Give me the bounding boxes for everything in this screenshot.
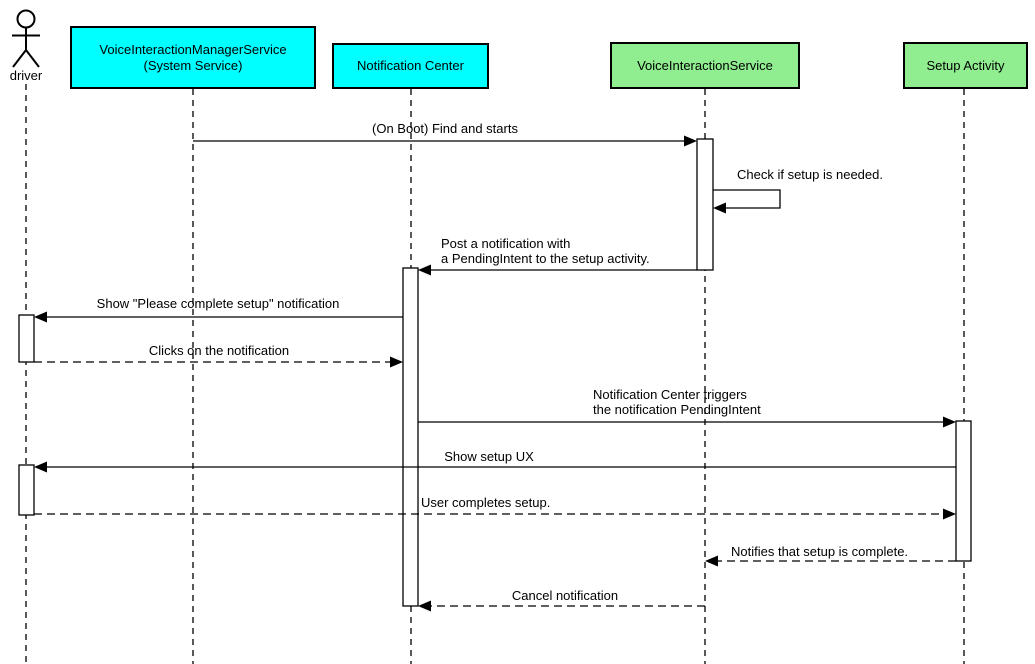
message-label-show-setup-ux: Show setup UX: [444, 449, 534, 464]
arrow-clicks-notification: [34, 356, 403, 368]
participant-box-vims: VoiceInteractionManagerService (System S…: [70, 26, 316, 89]
message-label-user-completes-setup: User completes setup.: [421, 495, 551, 510]
arrow-triggers-pendingintent: [418, 416, 956, 428]
arrow-check-if-setup-needed: [713, 189, 781, 214]
activation-voice-interaction-service: [696, 138, 714, 271]
message-label-post-notification: Post a notification with a PendingIntent…: [441, 236, 650, 266]
message-label-check-if-setup-needed: Check if setup is needed.: [737, 167, 883, 182]
arrow-user-completes-setup: [34, 508, 956, 520]
arrow-show-setup-notification: [34, 311, 403, 323]
actor-label: driver: [9, 68, 43, 83]
message-label-clicks-notification: Clicks on the notification: [148, 343, 290, 358]
arrow-post-notification: [418, 264, 697, 276]
message-label-cancel-notification: Cancel notification: [511, 588, 619, 603]
arrow-cancel-notification: [418, 600, 705, 612]
participant-box-notification-center: Notification Center: [332, 43, 489, 89]
activation-setup-activity: [955, 420, 972, 562]
activation-notification-center: [402, 267, 419, 607]
activation-driver-2: [18, 464, 35, 516]
actor-icon: [12, 9, 40, 68]
arrow-show-setup-ux: [34, 461, 956, 473]
message-label-show-setup-notification: Show "Please complete setup" notificatio…: [96, 296, 340, 311]
arrow-notifies-setup-complete: [705, 555, 956, 567]
participant-box-voice-interaction-service: VoiceInteractionService: [610, 42, 800, 89]
activation-driver-1: [18, 314, 35, 363]
message-label-on-boot-find-and-starts: (On Boot) Find and starts: [372, 121, 518, 136]
message-label-notifies-setup-complete: Notifies that setup is complete.: [731, 544, 909, 559]
arrow-on-boot-find-and-starts: [193, 135, 697, 147]
participant-box-setup-activity: Setup Activity: [903, 42, 1028, 89]
message-label-triggers-pendingintent: Notification Center triggers the notific…: [593, 387, 761, 417]
